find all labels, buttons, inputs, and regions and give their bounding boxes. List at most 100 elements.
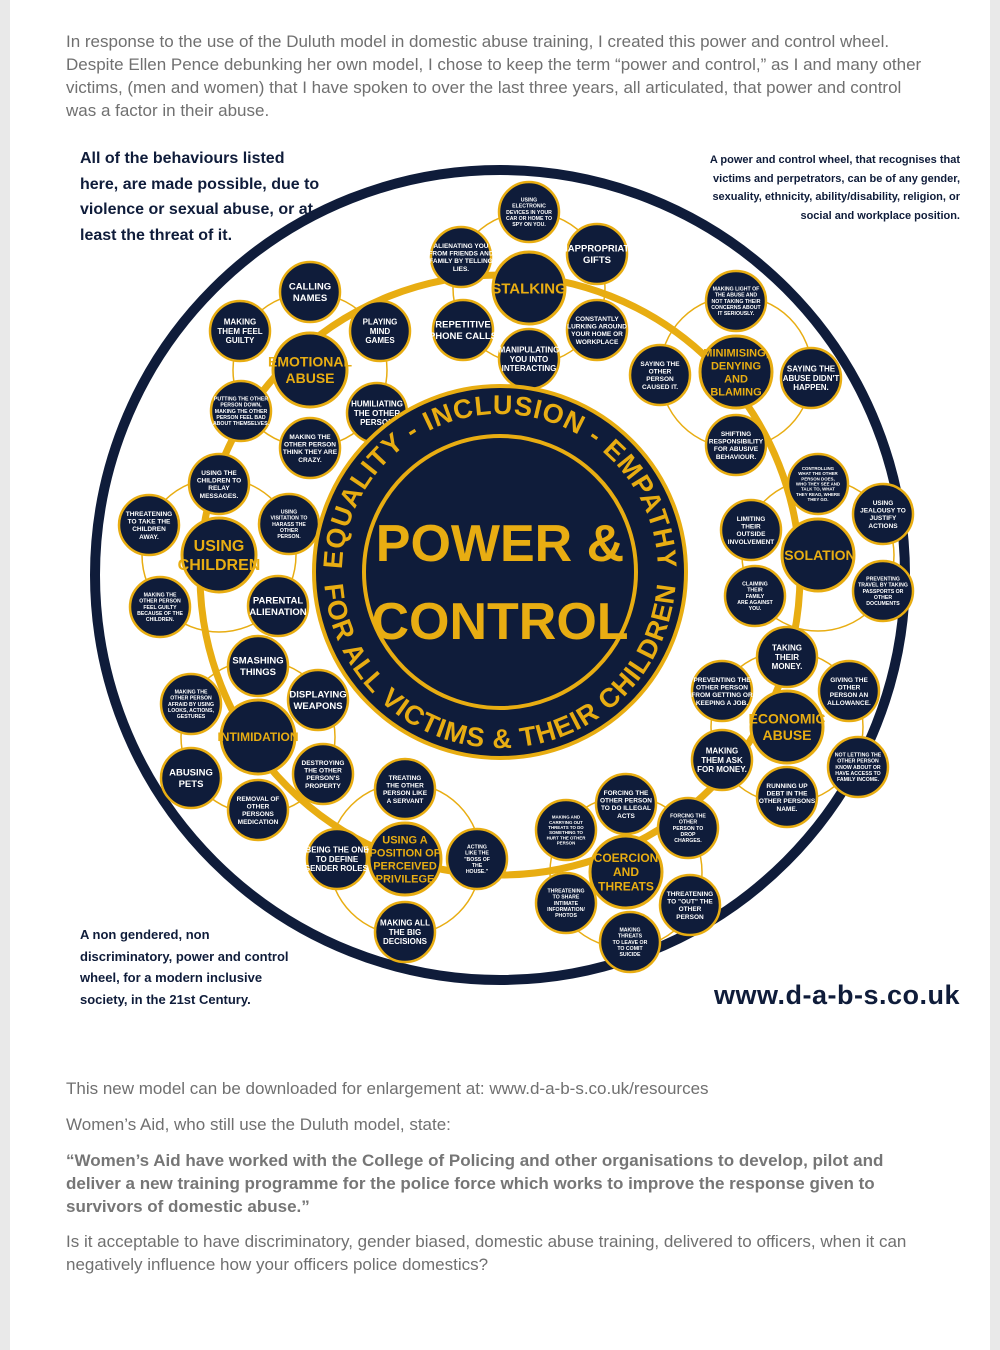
behaviour-circle <box>690 659 754 723</box>
hub-circle <box>780 517 856 593</box>
behaviour-circle <box>658 873 722 937</box>
right-page-edge <box>990 0 1000 1350</box>
center-disc <box>362 434 638 710</box>
hub-circle <box>219 698 297 776</box>
behaviour-circle <box>817 659 881 723</box>
behaviour-circle <box>628 343 692 407</box>
behaviour-circle <box>851 559 915 623</box>
behaviour-circle <box>594 772 658 836</box>
behaviour-circle <box>598 910 662 974</box>
behaviour-circle <box>208 299 272 363</box>
behaviour-circle <box>704 413 768 477</box>
behaviour-circle <box>278 260 342 324</box>
behaviour-circle <box>755 625 819 689</box>
behaviour-circle <box>209 379 273 443</box>
behaviour-circle <box>779 346 843 410</box>
behaviour-circle <box>429 225 493 289</box>
behaviour-circle <box>373 757 437 821</box>
behaviour-circle <box>187 452 251 516</box>
behaviour-circle <box>431 298 495 362</box>
corner-note-top-right: A power and control wheel, that recognis… <box>709 154 960 222</box>
behaviour-circle <box>851 482 915 546</box>
hub-circle <box>698 334 774 410</box>
behaviour-circle <box>159 672 223 736</box>
behaviour-circle <box>117 493 181 557</box>
corner-note-bottom-left: A non gendered, non discriminatory, powe… <box>80 927 289 1007</box>
behaviour-circle <box>534 871 598 935</box>
closing-question: Is it acceptable to have discriminatory,… <box>66 1232 907 1274</box>
behaviour-circle <box>226 778 290 842</box>
behaviour-circle <box>286 668 350 732</box>
behaviour-circle <box>291 742 355 806</box>
behaviour-circle <box>755 765 819 829</box>
hub-circle <box>588 834 664 910</box>
behaviour-circle <box>826 735 890 799</box>
behaviour-circle <box>159 746 223 810</box>
behaviour-circle <box>704 269 768 333</box>
behaviour-circle <box>246 574 310 638</box>
behaviour-circle <box>128 575 192 639</box>
behaviour-circle <box>348 299 412 363</box>
website-link[interactable]: www.d-a-b-s.co.uk <box>713 980 960 1010</box>
hub-circle <box>271 331 349 409</box>
behaviour-circle <box>786 452 850 516</box>
behaviour-circle <box>373 900 437 964</box>
hub-isolation: ISOLATION <box>780 547 855 563</box>
behaviour-circle <box>534 798 598 862</box>
behaviour-circle <box>565 222 629 286</box>
behaviour-circle <box>690 728 754 792</box>
behaviour-circle <box>445 827 509 891</box>
behaviour-circle <box>305 827 369 891</box>
behaviour-circle <box>565 298 629 362</box>
behaviour-circle <box>719 498 783 562</box>
center-title: POWER &CONTROL <box>371 515 628 651</box>
hub-circle <box>491 250 567 326</box>
